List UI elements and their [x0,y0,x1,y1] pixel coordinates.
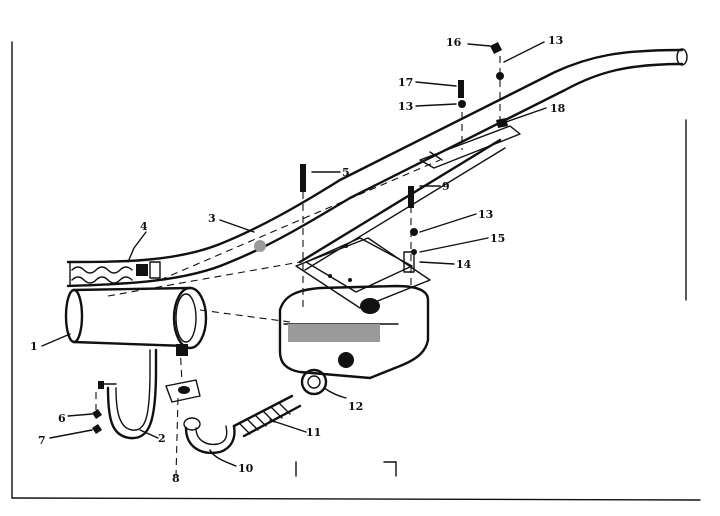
leader-lines [41,41,547,467]
label-17: 17 [398,76,413,89]
label-8: 8 [172,472,180,485]
u-bracket [99,348,158,440]
flex-hose [232,394,302,438]
label-13-top: 13 [548,34,563,47]
elbow-fitting [165,379,201,403]
label-12: 12 [348,400,363,413]
elbow-hose [183,417,236,455]
upper-bracket [419,118,521,169]
label-5: 5 [342,166,350,179]
assembly-lines [95,56,501,477]
page-frame [11,41,701,501]
label-16: 16 [446,36,462,49]
mount-plate [305,237,413,293]
label-13-mid: 13 [398,100,413,113]
nut [300,368,328,396]
motor-housing [278,237,431,380]
label-9: 9 [442,180,450,193]
label-1: 1 [30,340,38,353]
label-14: 14 [456,258,472,271]
label-13-low: 13 [478,208,493,221]
handle-tube [66,48,688,288]
fasteners-top [300,42,504,255]
label-2: 2 [158,432,166,445]
label-6: 6 [58,412,66,425]
part-labels: 1 2 3 4 5 6 7 8 9 10 11 12 13 13 13 14 1… [30,34,566,485]
label-4: 4 [140,220,148,233]
label-10: 10 [238,462,254,475]
label-3: 3 [208,212,216,225]
label-15: 15 [490,232,505,245]
label-18: 18 [550,102,566,115]
left-screws [92,381,104,434]
label-11: 11 [306,426,321,439]
front-housing [64,286,208,356]
label-7: 7 [38,434,46,447]
